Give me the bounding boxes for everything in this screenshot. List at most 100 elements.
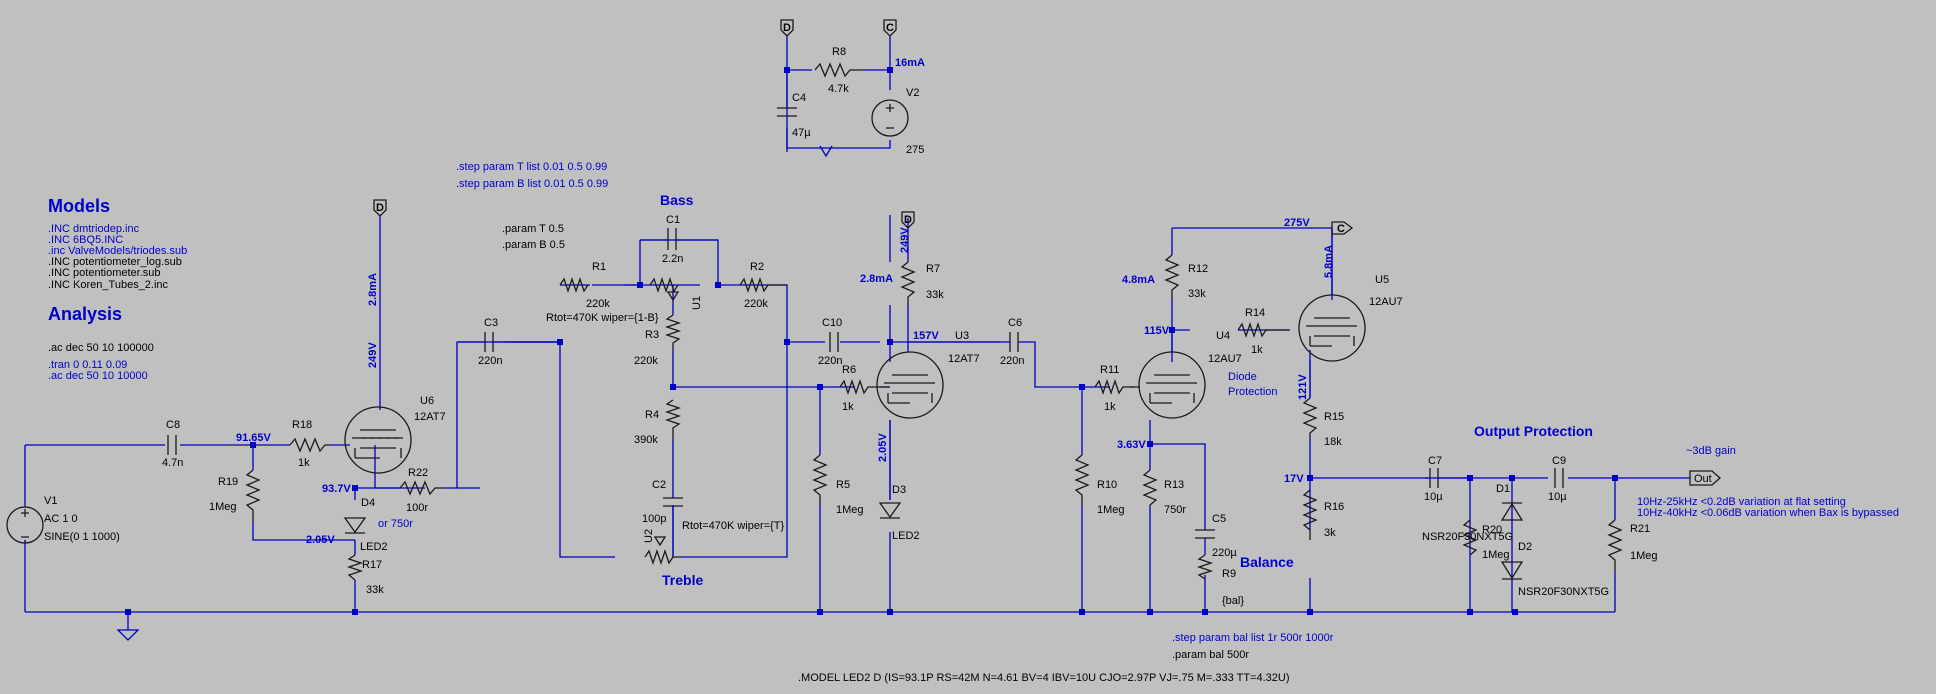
u4-triode-symbol[interactable] bbox=[1138, 330, 1206, 419]
heading-balance: Balance bbox=[1240, 554, 1294, 570]
v1-source-symbol[interactable] bbox=[6, 445, 44, 544]
label-c3: C3 bbox=[484, 317, 498, 329]
r14-resistor-symbol[interactable] bbox=[1237, 321, 1290, 339]
label-d4: D4 bbox=[361, 497, 375, 509]
u5-triode-symbol[interactable] bbox=[1298, 228, 1366, 398]
label-c5: C5 bbox=[1212, 513, 1226, 525]
directive-param-bal: .param bal 500r bbox=[1172, 649, 1249, 661]
label-c9: C9 bbox=[1552, 455, 1566, 467]
r7-resistor-symbol[interactable] bbox=[900, 218, 916, 342]
wires bbox=[24, 36, 1690, 613]
r22-resistor-symbol[interactable] bbox=[358, 480, 458, 496]
label-d3-value: LED2 bbox=[892, 530, 920, 542]
label-r3-value: 220k bbox=[634, 355, 658, 367]
label-r11-value: 1k bbox=[1104, 401, 1116, 413]
label-r22-value: 100r bbox=[406, 502, 428, 514]
label-u3: U3 bbox=[955, 330, 969, 342]
label-r15-value: 18k bbox=[1324, 436, 1342, 448]
directive-inc2: .INC 6BQ5.INC bbox=[48, 234, 123, 246]
c9-capacitor-symbol[interactable] bbox=[1554, 468, 1564, 488]
r4-resistor-symbol[interactable] bbox=[664, 399, 682, 440]
r10-resistor-symbol[interactable] bbox=[1074, 454, 1090, 505]
v2-source-symbol[interactable] bbox=[871, 99, 909, 137]
heading-bass: Bass bbox=[660, 192, 694, 208]
r2-resistor-symbol[interactable] bbox=[739, 276, 787, 294]
label-u5-value: 12AU7 bbox=[1369, 296, 1403, 308]
c5-capacitor-symbol[interactable] bbox=[1195, 529, 1215, 555]
net-flag-d-u6 bbox=[373, 199, 387, 217]
label-r20: R20 bbox=[1482, 524, 1502, 536]
out-port-flag[interactable] bbox=[1689, 470, 1721, 486]
current-r7: 2.8mA bbox=[860, 273, 893, 285]
label-u5: U5 bbox=[1375, 274, 1389, 286]
d2-diode-symbol[interactable] bbox=[1500, 561, 1524, 580]
directive-ac: .ac dec 50 10 100000 bbox=[48, 342, 154, 354]
voltage-275v: 275V bbox=[1284, 217, 1310, 229]
label-u2: U2 bbox=[643, 529, 655, 543]
r1-resistor-symbol[interactable] bbox=[559, 276, 640, 294]
r13-resistor-symbol[interactable] bbox=[1142, 469, 1158, 506]
label-d2: D2 bbox=[1518, 541, 1532, 553]
label-c1: C1 bbox=[666, 214, 680, 226]
r18-resistor-symbol[interactable] bbox=[289, 437, 330, 453]
flag-c-top: C bbox=[886, 22, 894, 34]
u6-triode-symbol[interactable] bbox=[344, 406, 412, 474]
directive-inc5: .INC potentiometer.sub bbox=[48, 267, 161, 279]
c7-capacitor-symbol[interactable] bbox=[1410, 468, 1470, 488]
label-r18: R18 bbox=[292, 419, 312, 431]
label-r7: R7 bbox=[926, 263, 940, 275]
d1-diode-symbol[interactable] bbox=[1500, 502, 1524, 521]
label-r4-value: 390k bbox=[634, 434, 658, 446]
directive-inc4: .INC potentiometer_log.sub bbox=[48, 256, 182, 268]
c6-capacitor-symbol[interactable] bbox=[908, 332, 1019, 352]
label-d4-value: LED2 bbox=[360, 541, 388, 553]
label-c8: C8 bbox=[166, 419, 180, 431]
r12-resistor-symbol[interactable] bbox=[1164, 254, 1180, 300]
r17-resistor-symbol[interactable] bbox=[346, 554, 364, 581]
flag-d-u6: D bbox=[376, 202, 384, 214]
u1-potentiometer-symbol[interactable] bbox=[649, 276, 680, 302]
gain-note: ~3dB gain bbox=[1686, 445, 1736, 457]
r11-resistor-symbol[interactable] bbox=[1094, 378, 1140, 396]
r21-resistor-symbol[interactable] bbox=[1607, 519, 1623, 572]
c8-capacitor-symbol[interactable] bbox=[167, 435, 177, 455]
u3-triode-symbol[interactable] bbox=[876, 342, 944, 500]
voltage-2v-d4: 2.05V bbox=[306, 534, 335, 546]
u2-potentiometer-symbol[interactable] bbox=[644, 536, 680, 566]
voltage-249v-u6: 249V bbox=[367, 342, 379, 368]
r19-resistor-symbol[interactable] bbox=[245, 469, 261, 522]
r8-resistor-symbol[interactable] bbox=[814, 62, 865, 78]
d3-led-symbol[interactable] bbox=[878, 502, 902, 519]
flag-d-top: D bbox=[783, 22, 791, 34]
label-u4: U4 bbox=[1216, 330, 1230, 342]
label-c2-value: 100p bbox=[642, 513, 666, 525]
r15-resistor-symbol[interactable] bbox=[1302, 397, 1318, 438]
label-r12: R12 bbox=[1188, 263, 1208, 275]
r20-resistor-symbol[interactable] bbox=[1462, 519, 1478, 556]
r3-resistor-symbol[interactable] bbox=[664, 314, 682, 350]
directive-model-led: .MODEL LED2 D (IS=93.1P RS=42M N=4.61 BV… bbox=[798, 672, 1290, 684]
d4-led-symbol[interactable] bbox=[343, 517, 367, 534]
r9-resistor-symbol[interactable] bbox=[1196, 554, 1214, 580]
current-v2: 16mA bbox=[895, 57, 925, 69]
c1-capacitor-symbol[interactable] bbox=[640, 228, 718, 250]
c10-capacitor-symbol[interactable] bbox=[829, 332, 839, 352]
label-v1-ac: AC 1 0 bbox=[44, 513, 78, 525]
r6-resistor-symbol[interactable] bbox=[839, 378, 890, 396]
label-r16: R16 bbox=[1324, 501, 1344, 513]
directive-param-t: .param T 0.5 bbox=[502, 223, 564, 235]
c3-capacitor-symbol[interactable] bbox=[458, 332, 557, 352]
label-r1: R1 bbox=[592, 261, 606, 273]
c4-capacitor-symbol[interactable] bbox=[777, 107, 797, 117]
voltage-93v: 93.7V bbox=[322, 483, 351, 495]
label-diode-protection-2: Protection bbox=[1228, 386, 1278, 398]
label-r16-value: 3k bbox=[1324, 527, 1336, 539]
label-u1-param: Rtot=470K wiper={1-B} bbox=[546, 312, 659, 324]
r5-resistor-symbol[interactable] bbox=[812, 454, 828, 505]
voltage-17v: 17V bbox=[1284, 473, 1304, 485]
voltage-115v: 115V bbox=[1144, 325, 1170, 337]
r16-resistor-symbol[interactable] bbox=[1302, 489, 1318, 540]
label-c4-value: 47µ bbox=[792, 127, 811, 139]
directive-step-bal: .step param bal list 1r 500r 1000r bbox=[1172, 632, 1334, 644]
c2-capacitor-symbol[interactable] bbox=[663, 475, 683, 557]
